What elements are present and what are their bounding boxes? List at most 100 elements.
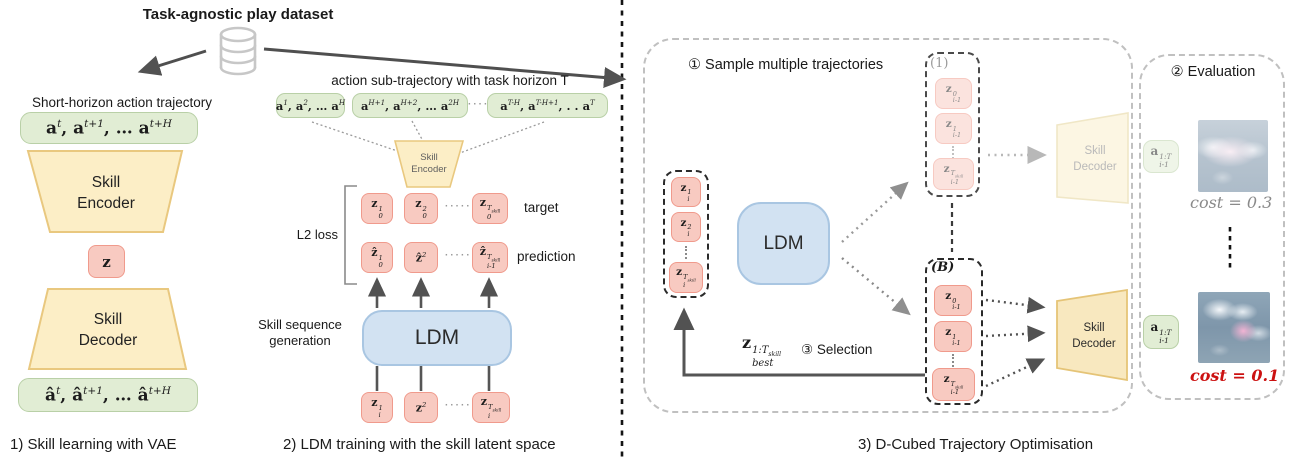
generation-label: Skill sequence generation xyxy=(245,317,355,350)
svg-text:Skill: Skill xyxy=(94,311,122,328)
svg-text:Skill: Skill xyxy=(420,152,437,163)
generation-label-line2: generation xyxy=(269,333,331,349)
ldm-box-optimisation: LDM xyxy=(737,202,830,285)
generation-label-line1: Skill sequence xyxy=(258,317,342,332)
evaluation-region xyxy=(1139,54,1285,400)
dataset-arrows xyxy=(137,47,627,88)
latent-z: z xyxy=(102,252,111,271)
selection-feedback-arrow xyxy=(673,307,925,377)
panel1-output-sequence-box: ât, ât+1, … ât+H xyxy=(18,378,198,412)
subtrajectory-box-1: a1, a2, … aH xyxy=(276,93,345,118)
sample-B-tag: (B) xyxy=(931,260,955,275)
panel1-input-sequence: at, at+1, … at+H xyxy=(46,117,172,139)
env-thumbnail-2 xyxy=(1198,292,1270,363)
svg-text:Encoder: Encoder xyxy=(411,164,446,175)
cost-value-1: cost = 0.3 xyxy=(1190,193,1273,212)
subtrajectory-dots: ····· xyxy=(468,99,495,110)
svg-text:Decoder: Decoder xyxy=(1073,161,1117,173)
panel1-output-sequence: ât, ât+1, … ât+H xyxy=(45,384,171,406)
prediction-z2: ẑ2 xyxy=(415,250,427,265)
subtrajectory-1: a1, a2, … aH xyxy=(275,98,346,113)
skill-encoder-trapezoid: Skill Encoder xyxy=(26,150,184,233)
input-column-ellipsis xyxy=(685,246,687,259)
ldm-box: LDM xyxy=(362,310,512,366)
optimisation-region xyxy=(643,38,1133,413)
svg-text:Decoder: Decoder xyxy=(1072,338,1116,350)
subtrajectory-box-3: aT-H, aT-H+1, . . aT xyxy=(487,93,608,118)
ldm-input-stems xyxy=(375,366,491,391)
target-dots: ····· xyxy=(445,201,472,212)
l2-loss-label: L2 loss xyxy=(296,227,338,242)
step1-label: ① Sample multiple trajectories xyxy=(688,57,884,73)
sample-1-column xyxy=(925,52,980,197)
subtrajectory-box-2: aH+1, aH+2, … a2H xyxy=(352,93,468,118)
prediction-dots: ····· xyxy=(445,250,472,261)
sample-1-tag: (1) xyxy=(930,56,949,71)
subtrajectory-3: aT-H, aT-H+1, . . aT xyxy=(500,98,595,113)
svg-text:Encoder: Encoder xyxy=(77,195,135,212)
panel2-header: action sub-trajectory with task horizon … xyxy=(331,73,569,88)
l2-loss-bracket xyxy=(344,185,357,285)
database-icon xyxy=(219,26,257,76)
ldm-output-arrows xyxy=(367,277,499,308)
svg-text:Skill: Skill xyxy=(92,174,120,191)
subtrajectory-2: aH+1, aH+2, … a2H xyxy=(360,98,460,113)
dataset-title: Task-agnostic play dataset xyxy=(142,6,334,23)
latent-z-box: z xyxy=(88,245,125,278)
sample1-ellipsis xyxy=(952,146,954,159)
env-thumbnail-1 xyxy=(1198,120,1268,192)
panel1-input-label: Short-horizon action trajectory xyxy=(31,95,213,110)
prediction-label: prediction xyxy=(517,249,576,264)
panel1-caption: 1) Skill learning with VAE xyxy=(10,436,177,453)
svg-text:Decoder: Decoder xyxy=(79,332,138,349)
skill-decoder-trapezoid: Skill Decoder xyxy=(27,288,188,370)
skill-decoder-faded-trapezoid: Skill Decoder xyxy=(1056,112,1129,204)
step2-label: ② Evaluation xyxy=(1170,64,1256,80)
ldm-sampling-arrows xyxy=(841,181,911,316)
input-latent-column xyxy=(663,170,709,298)
input-dots: ····· xyxy=(445,400,472,411)
svg-text:Skill: Skill xyxy=(1084,145,1105,157)
ldm-input-cell-2: z2 xyxy=(404,392,438,423)
skill-encoder-small-trapezoid: Skill Encoder xyxy=(394,140,464,188)
svg-text:Skill: Skill xyxy=(1083,322,1104,334)
target-label: target xyxy=(524,200,559,215)
panel2-caption: 2) LDM training with the skill latent sp… xyxy=(283,436,556,453)
panel3-caption: 3) D-Cubed Trajectory Optimisation xyxy=(858,436,1094,453)
